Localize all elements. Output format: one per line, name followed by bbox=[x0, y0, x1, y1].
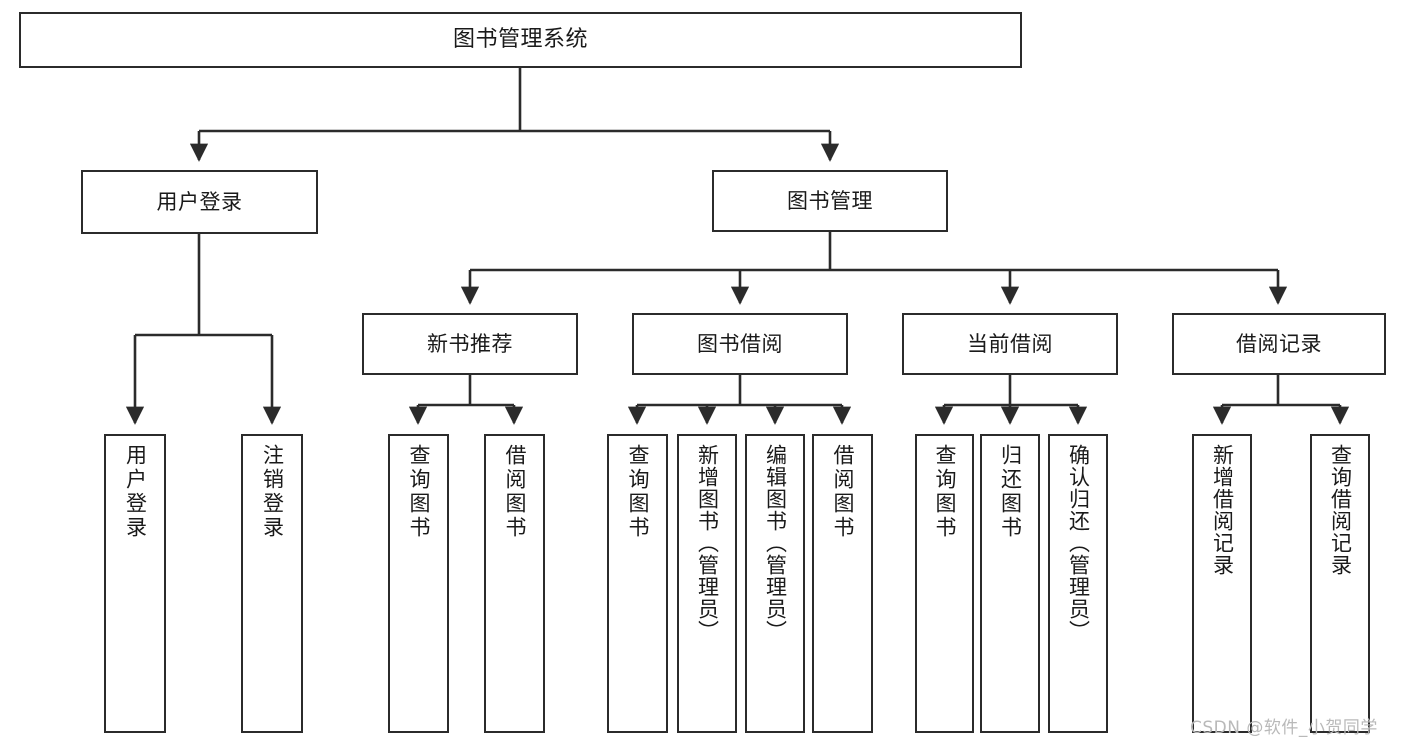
node-leaf-edit-book[interactable]: 编辑图书（管理员） bbox=[745, 434, 805, 733]
node-leaf-borrow-book-1[interactable]: 借阅图书 bbox=[484, 434, 545, 733]
node-leaf-user-logout[interactable]: 注销登录 bbox=[241, 434, 303, 733]
node-leaf-query-book-1-label: 查询图书 bbox=[407, 444, 431, 540]
node-leaf-query-book-1[interactable]: 查询图书 bbox=[388, 434, 449, 733]
node-leaf-query-record[interactable]: 查询借阅记录 bbox=[1310, 434, 1370, 733]
node-book-manage-label: 图书管理 bbox=[787, 188, 873, 213]
node-user-login-label: 用户登录 bbox=[156, 189, 243, 214]
node-leaf-edit-book-label: 编辑图书（管理员） bbox=[763, 444, 788, 642]
node-leaf-query-book-3[interactable]: 查询图书 bbox=[915, 434, 974, 733]
node-book-borrow[interactable]: 图书借阅 bbox=[632, 313, 848, 375]
node-root-label: 图书管理系统 bbox=[452, 27, 588, 53]
node-current-borrow[interactable]: 当前借阅 bbox=[902, 313, 1118, 375]
node-leaf-add-book[interactable]: 新增图书（管理员） bbox=[677, 434, 737, 733]
node-borrow-record[interactable]: 借阅记录 bbox=[1172, 313, 1386, 375]
node-new-book-recommend[interactable]: 新书推荐 bbox=[362, 313, 578, 375]
node-root[interactable]: 图书管理系统 bbox=[19, 12, 1022, 68]
node-leaf-query-book-3-label: 查询图书 bbox=[933, 444, 957, 540]
node-leaf-user-login-label: 用户登录 bbox=[123, 444, 148, 540]
node-leaf-user-login[interactable]: 用户登录 bbox=[104, 434, 166, 733]
node-leaf-query-book-2-label: 查询图书 bbox=[626, 444, 650, 540]
node-leaf-user-logout-label: 注销登录 bbox=[260, 444, 285, 540]
node-borrow-record-label: 借阅记录 bbox=[1236, 331, 1322, 356]
node-leaf-borrow-book-1-label: 借阅图书 bbox=[503, 444, 527, 540]
node-leaf-borrow-book-2[interactable]: 借阅图书 bbox=[812, 434, 873, 733]
node-new-book-recommend-label: 新书推荐 bbox=[427, 331, 513, 356]
node-book-borrow-label: 图书借阅 bbox=[697, 331, 783, 356]
node-leaf-query-book-2[interactable]: 查询图书 bbox=[607, 434, 668, 733]
node-book-manage[interactable]: 图书管理 bbox=[712, 170, 948, 232]
node-leaf-confirm-return-label: 确认归还（管理员） bbox=[1066, 444, 1091, 642]
node-leaf-borrow-book-2-label: 借阅图书 bbox=[831, 444, 855, 540]
node-leaf-add-record[interactable]: 新增借阅记录 bbox=[1192, 434, 1252, 733]
node-leaf-add-book-label: 新增图书（管理员） bbox=[695, 444, 720, 642]
node-leaf-return-book-label: 归还图书 bbox=[998, 444, 1023, 540]
node-current-borrow-label: 当前借阅 bbox=[967, 331, 1053, 356]
node-leaf-return-book[interactable]: 归还图书 bbox=[980, 434, 1040, 733]
node-leaf-confirm-return[interactable]: 确认归还（管理员） bbox=[1048, 434, 1108, 733]
node-leaf-add-record-label: 新增借阅记录 bbox=[1210, 444, 1235, 576]
node-leaf-query-record-label: 查询借阅记录 bbox=[1328, 444, 1353, 576]
node-user-login[interactable]: 用户登录 bbox=[81, 170, 318, 234]
